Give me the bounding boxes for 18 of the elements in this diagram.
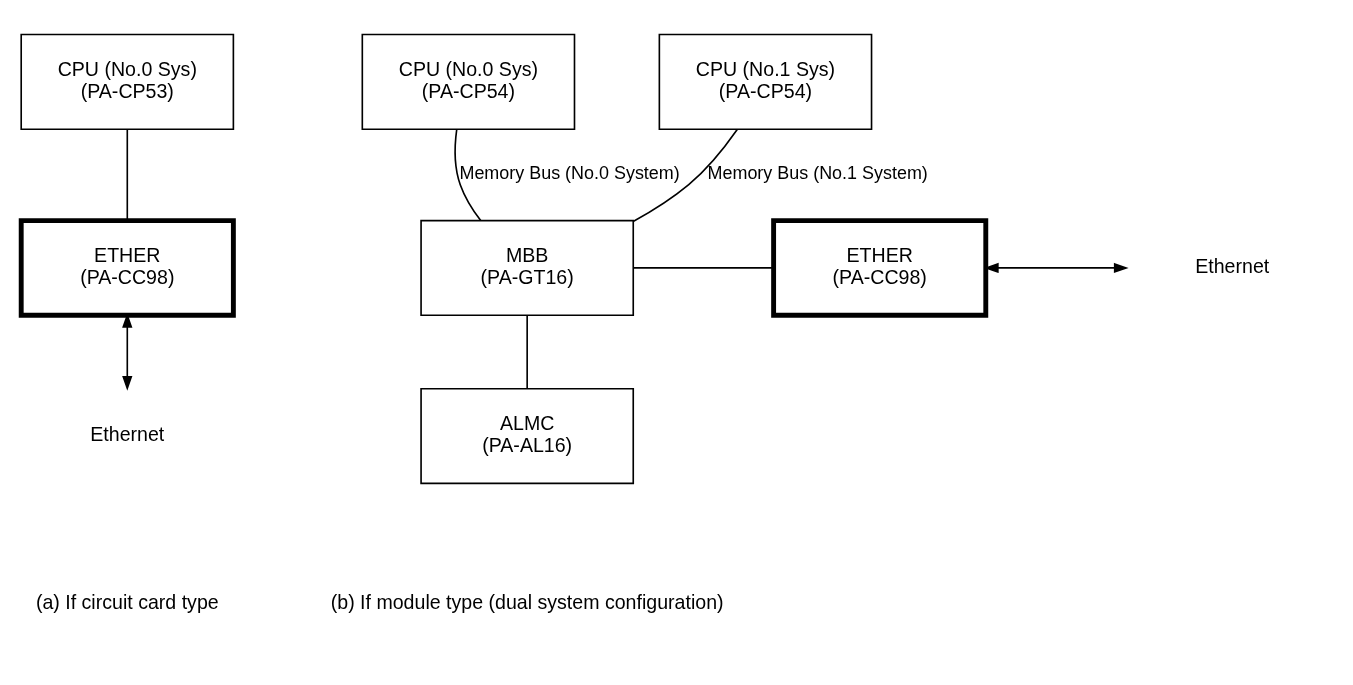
label: (a) If circuit card type: [35, 590, 219, 613]
node-box: CPU (No.0 Sys) (PA-CP54): [361, 33, 576, 130]
node-box: ALMC (PA-AL16): [420, 387, 635, 484]
connector: [633, 266, 775, 269]
connector: [126, 128, 129, 221]
node-box: CPU (No.1 Sys) (PA-CP54): [658, 33, 873, 130]
node-box: ETHER (PA-CC98): [771, 217, 989, 318]
node-text: Ethernet: [90, 422, 165, 445]
node-box: MBB (PA-GT16): [420, 219, 635, 316]
connector: [632, 128, 739, 222]
connector: [454, 128, 482, 221]
connector: [526, 314, 528, 389]
edge-label: Memory Bus (No.1 System): [707, 162, 928, 183]
edge-label: Memory Bus (No.0 System): [459, 162, 680, 183]
node-box: ETHER (PA-CC98): [18, 217, 236, 318]
node-box: CPU (No.0 Sys) (PA-CP53): [20, 33, 235, 130]
label: (b) If module type (dual system configuration): [330, 590, 724, 613]
node-text: Ethernet: [1195, 254, 1270, 277]
